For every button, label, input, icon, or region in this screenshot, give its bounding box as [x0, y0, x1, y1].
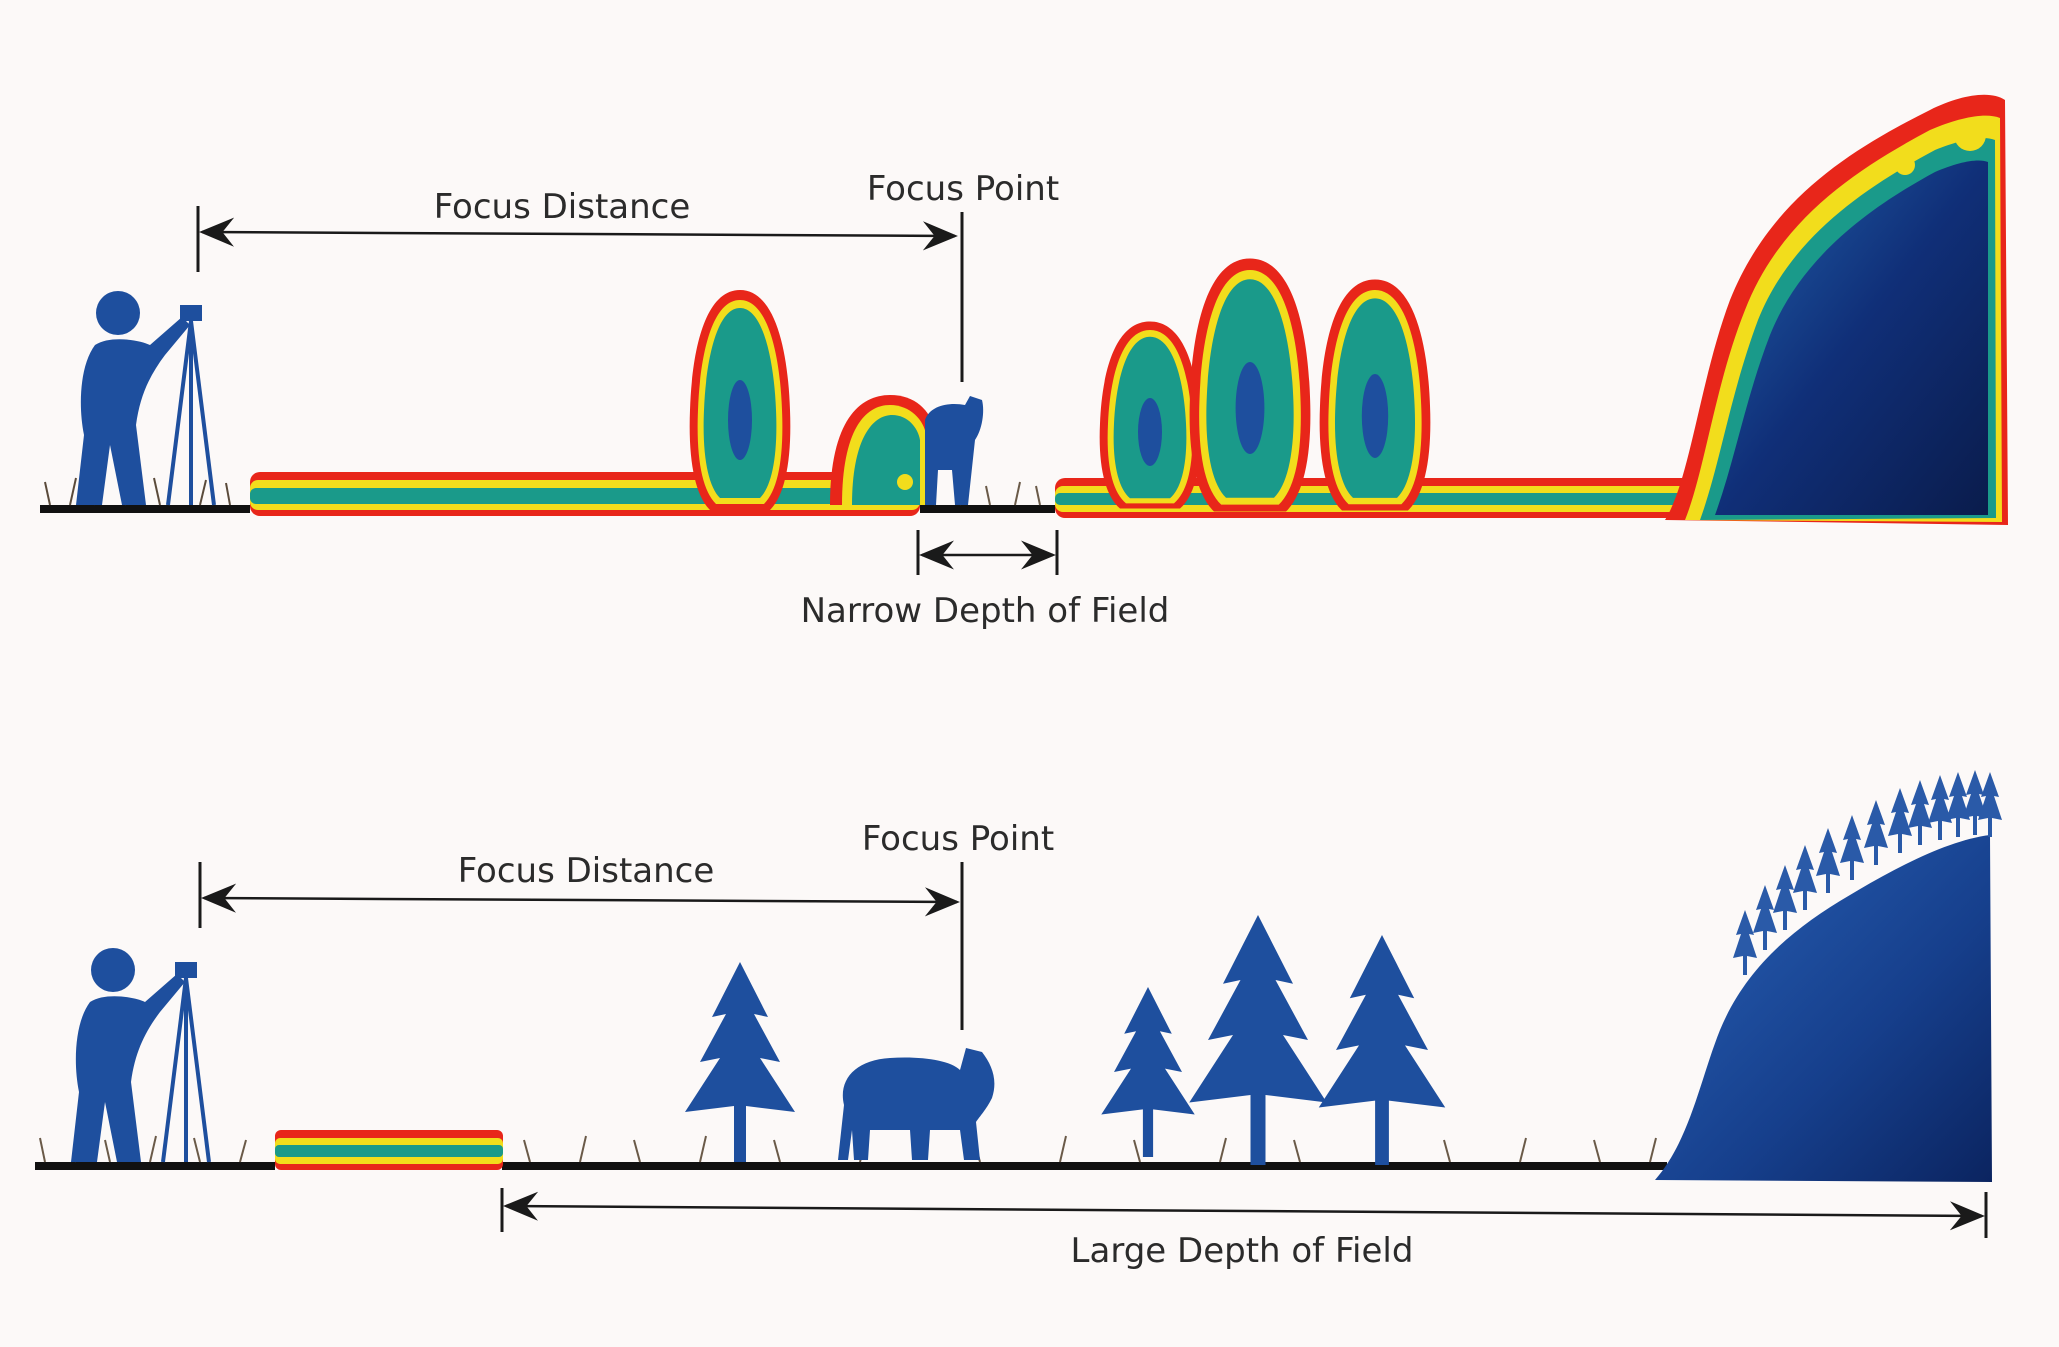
photographer-icon [74, 289, 216, 507]
blurred-hill-icon [1665, 94, 2008, 525]
large-dof-panel: Focus Distance Focus Point Large Depth o… [35, 770, 2002, 1271]
blurred-tree-icon [689, 290, 791, 510]
blurred-foreground-ground [275, 1130, 503, 1170]
tree-icon [1101, 987, 1195, 1157]
narrow-dof-panel: Focus Distance Focus Point Narrow Depth … [40, 94, 2008, 631]
tree-icon [1318, 935, 1446, 1165]
bear-icon [838, 1048, 995, 1160]
focus-point-label: Focus Point [867, 169, 1059, 209]
depth-of-field-label: Narrow Depth of Field [801, 591, 1170, 631]
blurred-tree-icon [1319, 279, 1431, 511]
focus-distance-arrow [199, 217, 958, 251]
focus-distance-arrow [201, 883, 960, 917]
hill-icon [1655, 770, 2002, 1182]
tree-icon [1189, 915, 1327, 1165]
focus-point-label: Focus Point [862, 819, 1054, 859]
ground-strip [40, 505, 250, 513]
ground-strip [35, 1162, 275, 1170]
blurred-foreground-ground [250, 472, 920, 516]
grass [39, 1134, 1657, 1163]
bear-icon [925, 396, 984, 505]
blurred-bush [830, 395, 935, 505]
ground-strip [502, 1162, 1667, 1170]
focus-zone-ground [920, 505, 1055, 513]
depth-of-field-label: Large Depth of Field [1071, 1231, 1414, 1271]
blurred-tree-icon [1189, 258, 1311, 512]
grass [929, 481, 1041, 506]
blurred-tree-icon [1099, 321, 1201, 509]
photographer-icon [69, 946, 211, 1164]
depth-of-field-arrow [503, 1191, 1985, 1231]
focus-distance-label: Focus Distance [434, 187, 691, 227]
tree-icon [685, 962, 795, 1162]
focus-distance-label: Focus Distance [458, 851, 715, 891]
